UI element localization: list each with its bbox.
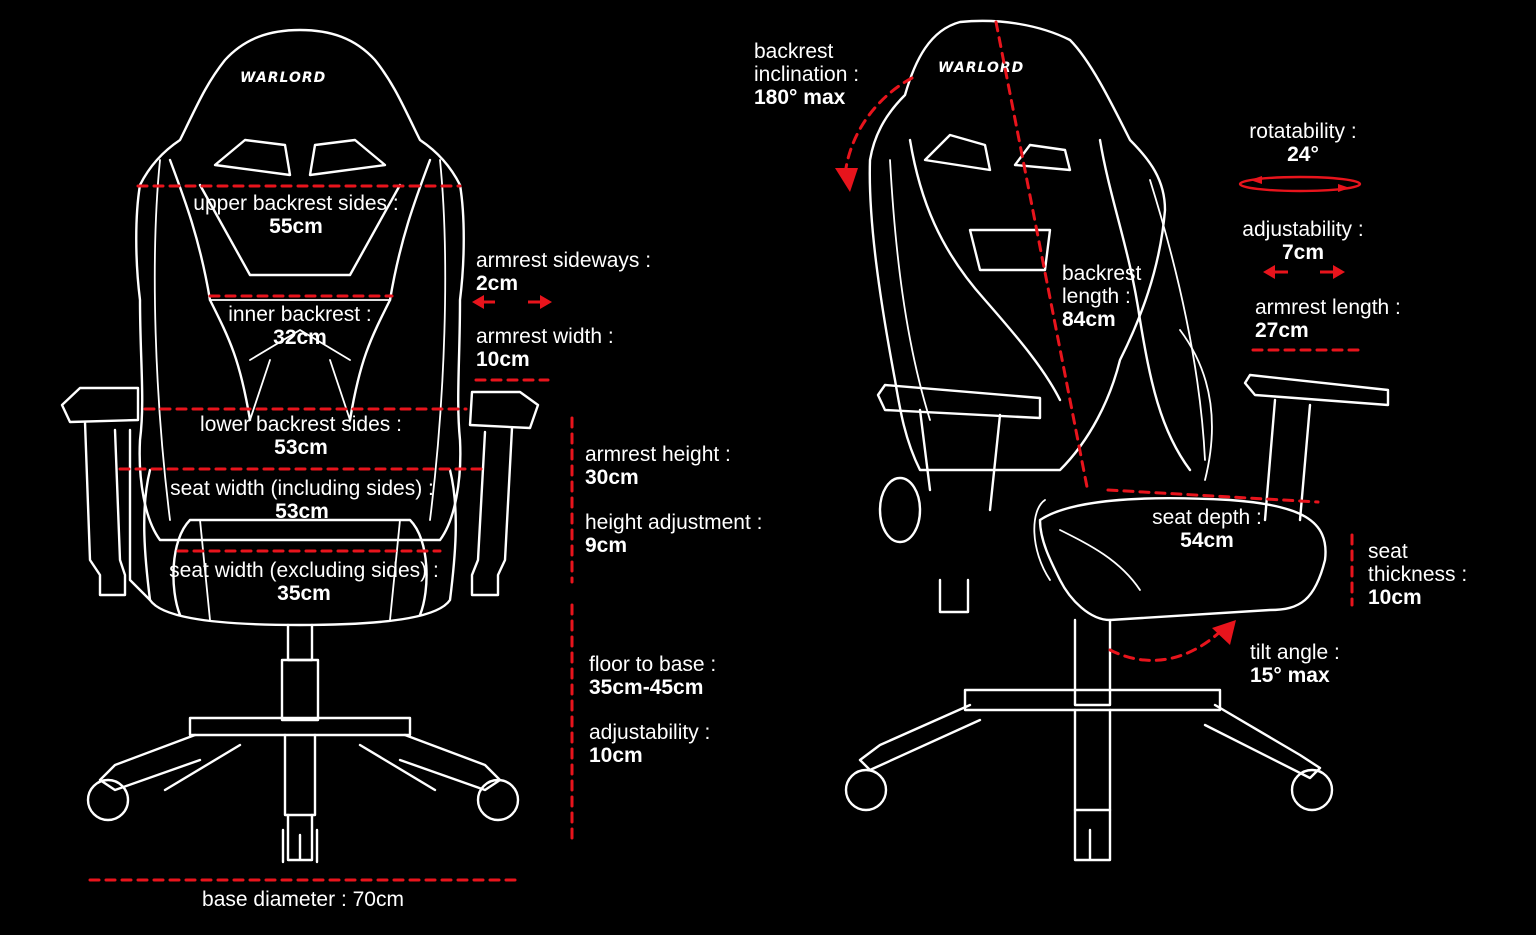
floor-to-base-value: 35cm-45cm: [589, 676, 704, 699]
backrest-length-label: backrest length : 84cm: [1062, 262, 1141, 331]
seat-thickness-label: seat thickness : 10cm: [1368, 540, 1467, 609]
upper-backrest-sides-label: upper backrest sides : 55cm: [176, 192, 416, 238]
armrest-height-label: armrest height : 30cm: [585, 443, 731, 489]
armrest-length-label: armrest length : 27cm: [1255, 296, 1401, 342]
armrest-sideways-title: armrest sideways :: [476, 249, 652, 272]
front-adjustability-value: 10cm: [589, 744, 643, 767]
armrest-width-value: 10cm: [476, 348, 530, 371]
floor-to-base-label: floor to base : 35cm-45cm: [589, 653, 716, 699]
height-adjustment-value: 9cm: [585, 534, 628, 557]
seat-width-excluding-title: seat width (excluding sides) :: [169, 559, 439, 582]
side-measure-lines: [835, 20, 1367, 662]
tilt-angle-value: 15° max: [1250, 664, 1330, 687]
backrest-inclination-value: 180° max: [754, 86, 846, 109]
lower-backrest-sides-title: lower backrest sides :: [200, 413, 402, 436]
svg-text:WARLORD: WARLORD: [240, 70, 326, 86]
seat-thickness-title-1: seat: [1368, 540, 1408, 563]
inner-backrest-title: inner backrest :: [228, 303, 372, 326]
armrest-length-value: 27cm: [1255, 319, 1309, 342]
armrest-sideways-label: armrest sideways : 2cm: [476, 249, 651, 295]
seat-width-including-label: seat width (including sides) : 53cm: [146, 477, 458, 523]
front-measure-lines: [88, 184, 574, 882]
backrest-inclination-label: backrest inclination : 180° max: [754, 40, 859, 109]
front-adjustability-title: adjustability :: [589, 721, 711, 744]
backrest-inclination-title-1: backrest: [754, 40, 834, 63]
side-adjustability-label: adjustability : 7cm: [1230, 218, 1376, 264]
backrest-length-title-1: backrest: [1062, 262, 1142, 285]
armrest-height-value: 30cm: [585, 466, 639, 489]
rotatability-title: rotatability :: [1249, 120, 1357, 143]
seat-thickness-value: 10cm: [1368, 586, 1422, 609]
tilt-angle-title: tilt angle :: [1250, 641, 1340, 664]
side-chair-drawing: WARLORD: [844, 19, 1390, 862]
backrest-length-title-2: length :: [1062, 285, 1131, 308]
side-adjustability-title: adjustability :: [1242, 218, 1364, 241]
rotatability-label: rotatability : 24°: [1230, 120, 1376, 166]
armrest-length-title: armrest length :: [1255, 296, 1401, 319]
armrest-sideways-value: 2cm: [476, 272, 519, 295]
base-diameter-label: base diameter : 70cm: [150, 888, 456, 911]
upper-backrest-sides-title: upper backrest sides :: [193, 192, 399, 215]
seat-thickness-title-2: thickness :: [1368, 563, 1468, 586]
seat-depth-label: seat depth : 54cm: [1140, 506, 1274, 552]
backrest-inclination-title-2: inclination :: [754, 63, 860, 86]
height-adjustment-label: height adjustment : 9cm: [585, 511, 762, 557]
lower-backrest-sides-label: lower backrest sides : 53cm: [176, 413, 426, 459]
armrest-height-title: armrest height :: [585, 443, 731, 466]
side-adjustability-value: 7cm: [1281, 241, 1325, 264]
floor-to-base-title: floor to base :: [589, 653, 717, 676]
backrest-length-value: 84cm: [1062, 308, 1116, 331]
seat-width-including-title: seat width (including sides) :: [170, 477, 434, 500]
armrest-width-label: armrest width : 10cm: [476, 325, 614, 371]
armrest-width-title: armrest width :: [476, 325, 614, 348]
height-adjustment-title: height adjustment :: [585, 511, 763, 534]
seat-width-including-value: 53cm: [275, 500, 329, 523]
rotatability-value: 24°: [1287, 143, 1319, 166]
svg-text:WARLORD: WARLORD: [938, 60, 1024, 76]
inner-backrest-value: 32cm: [273, 326, 327, 349]
seat-depth-title: seat depth :: [1152, 506, 1262, 529]
seat-width-excluding-label: seat width (excluding sides) : 35cm: [146, 559, 462, 605]
seat-width-excluding-value: 35cm: [277, 582, 331, 605]
inner-backrest-label: inner backrest : 32cm: [200, 303, 400, 349]
lower-backrest-sides-value: 53cm: [274, 436, 328, 459]
base-diameter-title: base diameter : 70cm: [202, 888, 404, 911]
upper-backrest-sides-value: 55cm: [269, 215, 323, 238]
seat-depth-value: 54cm: [1180, 529, 1234, 552]
tilt-angle-label: tilt angle : 15° max: [1250, 641, 1340, 687]
front-adjustability-label: adjustability : 10cm: [589, 721, 710, 767]
